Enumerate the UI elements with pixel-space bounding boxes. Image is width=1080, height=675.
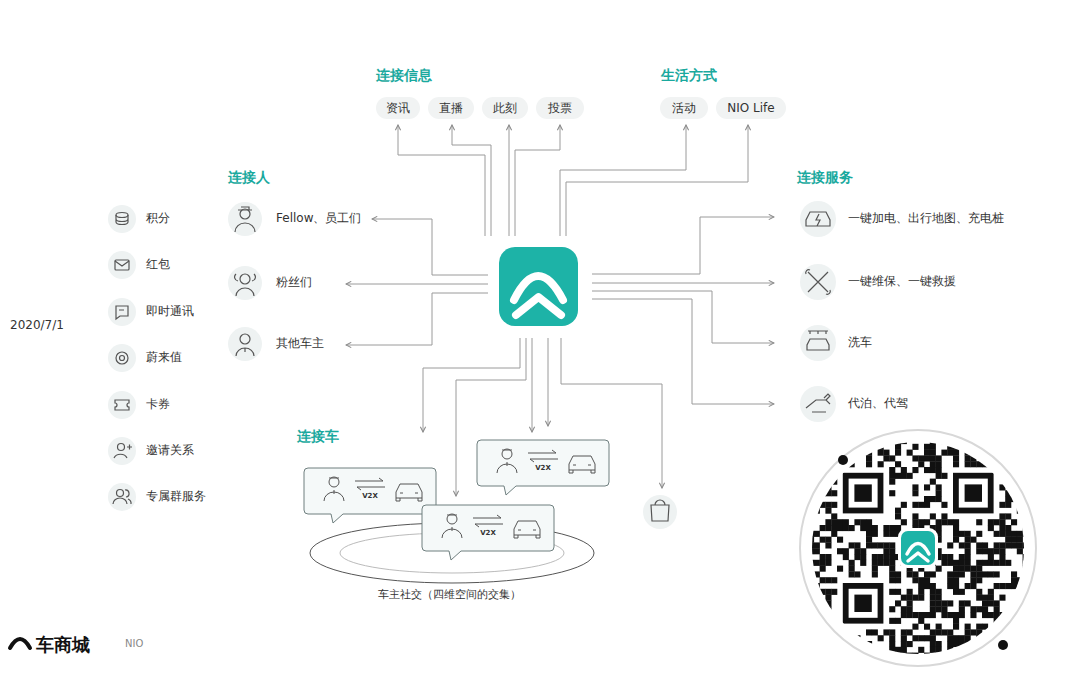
nio-mark — [10, 639, 30, 648]
v2x-bubble: V2X — [303, 467, 437, 525]
list-icons — [108, 205, 136, 511]
v2x-bubble: V2X — [476, 439, 610, 497]
pill-label: 资讯 — [386, 100, 410, 117]
service-icons — [800, 201, 836, 422]
logo-text: 车商城 — [36, 634, 90, 656]
section-heading: 连接服务 — [797, 169, 853, 186]
section-heading: 连接人 — [228, 169, 270, 186]
pill-label: NIO Life — [727, 101, 774, 115]
qr-badge — [800, 430, 1036, 666]
person-label: Fellow、员工们 — [276, 211, 361, 225]
v2x-bubble: V2X — [421, 504, 555, 562]
pill-tag: 直播 — [428, 97, 474, 119]
pill-label: 活动 — [672, 100, 696, 117]
app-icon — [499, 247, 578, 326]
list-item: 邀请关系 — [146, 443, 194, 457]
pill-tag: 此刻 — [482, 97, 528, 119]
pill-label: 此刻 — [493, 100, 517, 117]
list-item: 专属群服务 — [146, 489, 206, 503]
people-icons — [228, 202, 262, 361]
service-label: 一键加电、出行地图、充电桩 — [848, 211, 1004, 225]
date-label: NIO — [125, 638, 143, 650]
list-item: 卡券 — [146, 397, 170, 411]
list-glyphs — [113, 213, 132, 505]
list-item: 蔚来值 — [146, 350, 182, 364]
pill-label: 直播 — [439, 100, 463, 117]
v2x-label: V2X — [480, 529, 496, 537]
pill-tag: NIO Life — [716, 97, 786, 119]
caption-label: 车主社交（四维空间的交集） — [378, 588, 521, 601]
v2x-label: V2X — [535, 464, 551, 472]
leader-arrows — [346, 125, 774, 496]
shop-icon — [643, 495, 677, 529]
section-heading: 生活方式 — [661, 67, 717, 84]
section-heading: 连接信息 — [376, 67, 432, 84]
pill-tag: 活动 — [660, 97, 708, 119]
person-label: 粉丝们 — [276, 275, 312, 289]
label: 2020/7/1 — [10, 318, 64, 332]
pill-tag: 资讯 — [376, 97, 420, 119]
list-item: 积分 — [146, 211, 170, 225]
service-label: 代泊、代驾 — [848, 396, 908, 410]
pill-label: 投票 — [548, 100, 572, 117]
v2x-label: V2X — [362, 492, 378, 500]
pill-tag: 投票 — [536, 97, 584, 119]
service-label: 洗车 — [848, 335, 872, 349]
list-item: 即时通讯 — [146, 304, 194, 318]
person-label: 其他车主 — [276, 336, 324, 350]
list-item: 红包 — [146, 257, 170, 271]
section-heading: 连接车 — [297, 428, 339, 445]
service-label: 一键维保、一键救援 — [848, 274, 956, 288]
